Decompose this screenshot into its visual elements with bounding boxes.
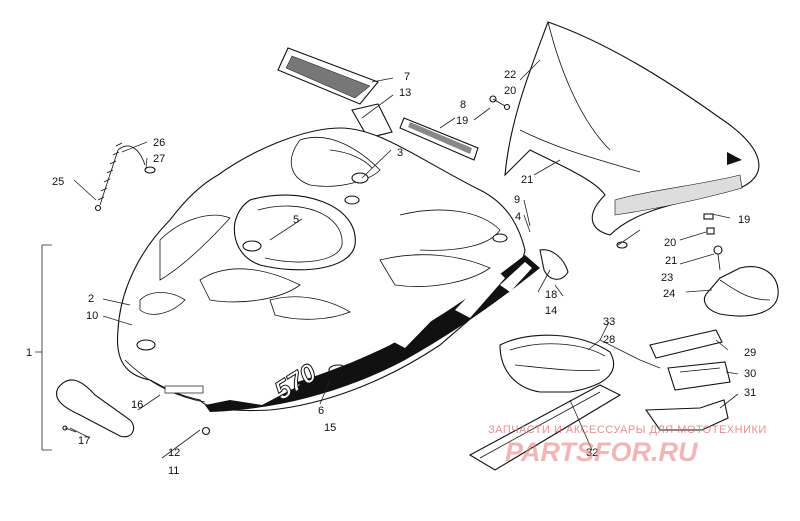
- callout-27: 27: [153, 153, 165, 165]
- callout-16: 16: [131, 399, 143, 411]
- callout-12: 12: [168, 447, 180, 459]
- bracket-30: [667, 361, 731, 391]
- callout-4: 4: [515, 211, 521, 223]
- top-decal-13: [351, 103, 393, 139]
- callout-13: 13: [399, 87, 411, 99]
- callout-19-top: 19: [456, 115, 468, 127]
- callout-30: 30: [744, 368, 756, 380]
- watermark-tagline: ЗАПЧАСТИ И АКСЕССУАРЫ ДЛЯ МОТОТЕХНИКИ: [488, 424, 767, 436]
- callouts: 1 2 10 3 7 13 8 19 22 20 21 9 4 5 19 20 …: [26, 69, 756, 477]
- callout-2: 2: [88, 293, 94, 305]
- bracket-31: [644, 399, 729, 431]
- callout-21-top: 21: [521, 174, 533, 186]
- watermark-brand: PARTSFOR.RU: [505, 437, 699, 467]
- watermark: ЗАПЧАСТИ И АКСЕССУАРЫ ДЛЯ МОТОТЕХНИКИ PA…: [488, 424, 767, 467]
- fastener-12: [201, 426, 211, 436]
- support-spring: [94, 142, 156, 212]
- callout-17: 17: [78, 435, 90, 447]
- side-deflector: [703, 266, 779, 317]
- callout-5: 5: [293, 214, 299, 226]
- callout-9: 9: [514, 194, 520, 206]
- callout-3: 3: [397, 147, 403, 159]
- hood-bracket-17: [56, 379, 135, 438]
- callout-1: 1: [26, 347, 32, 359]
- callout-21-right: 21: [665, 255, 677, 267]
- callout-31: 31: [744, 387, 756, 399]
- callout-15: 15: [324, 422, 336, 434]
- callout-25: 25: [52, 176, 64, 188]
- callout-11: 11: [168, 465, 179, 477]
- trim-strip-29: [649, 329, 723, 359]
- callout-20-top: 20: [504, 85, 516, 97]
- callout-8: 8: [460, 99, 466, 111]
- callout-24: 24: [663, 288, 675, 300]
- side-bracket: [539, 249, 569, 280]
- skid-plate: [468, 384, 622, 471]
- belly-pan: [499, 334, 615, 393]
- top-decal-7: [277, 47, 379, 105]
- windshield-hardware-top: [489, 95, 511, 111]
- callout-29: 29: [744, 347, 756, 359]
- windshield: [504, 21, 760, 249]
- windshield-hardware-right: [703, 213, 723, 271]
- callout-10: 10: [86, 310, 98, 322]
- hood: [116, 127, 526, 412]
- callout-33: 33: [603, 316, 615, 328]
- callout-19-right: 19: [738, 214, 750, 226]
- callout-22: 22: [504, 69, 516, 81]
- callout-26: 26: [153, 137, 165, 149]
- callout-14: 14: [545, 305, 557, 317]
- callout-6: 6: [318, 405, 324, 417]
- callout-32: 32: [586, 447, 598, 459]
- vent-trim-8: [399, 117, 479, 161]
- callout-23: 23: [661, 272, 673, 284]
- callout-18: 18: [545, 289, 557, 301]
- leader-lines: [35, 59, 739, 459]
- callout-28: 28: [603, 334, 615, 346]
- callout-7: 7: [404, 71, 410, 83]
- callout-20-right: 20: [664, 237, 676, 249]
